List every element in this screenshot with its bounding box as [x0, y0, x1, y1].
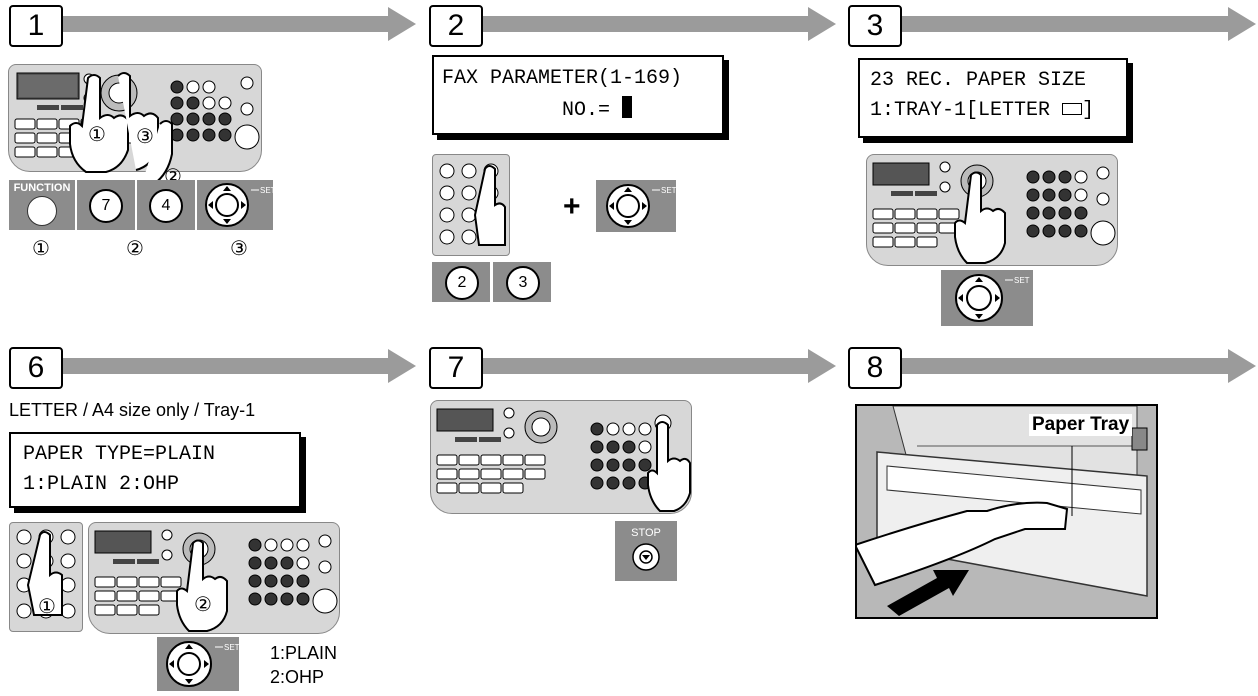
lcd-line-1: PAPER TYPE=PLAIN [23, 440, 299, 470]
hand-mark-1: ① [38, 594, 56, 618]
key-4-label: 4 [149, 189, 183, 223]
step-6-arrow-bar [63, 358, 388, 374]
arrow-icon [388, 7, 416, 41]
lcd-line-2-end: ] [1082, 99, 1094, 122]
option-plain: 1:PLAIN [270, 643, 337, 664]
arrow-icon [388, 349, 416, 383]
step-2-arrow-bar [483, 16, 808, 32]
key-4[interactable]: 4 [137, 180, 195, 230]
paper-tray-illustration: Paper Tray [855, 404, 1158, 619]
paper-tray-drawing [857, 406, 1158, 619]
function-key[interactable]: FUNCTION [9, 180, 75, 230]
keypad-drawing [433, 155, 509, 255]
step-6-number: 6 [9, 347, 63, 389]
step-2-number: 2 [429, 5, 483, 47]
nav-cross-icon: SET [596, 180, 676, 232]
lcd-line-2-row: NO.= [442, 95, 722, 127]
paper-tray-label: Paper Tray [1029, 414, 1132, 436]
step-1-number: 1 [9, 5, 63, 47]
step-8-number: 8 [848, 347, 902, 389]
lcd-line-2-row: 1:TRAY-1[LETTER ] [870, 96, 1126, 126]
step6-note: LETTER / A4 size only / Tray-1 [9, 400, 255, 421]
key-7-label: 7 [89, 189, 123, 223]
lcd-line-2: NO.= [562, 99, 622, 122]
step-3-number: 3 [848, 5, 902, 47]
function-key-label: FUNCTION [9, 182, 75, 194]
arrow-icon [808, 349, 836, 383]
lcd-display-step6: PAPER TYPE=PLAIN 1:PLAIN 2:OHP [9, 432, 301, 508]
stop-key-label: STOP [615, 527, 677, 539]
function-key-circle [27, 196, 57, 226]
lcd-line-2: 1:TRAY-1[LETTER [870, 99, 1062, 122]
set-label: SET [224, 643, 239, 652]
nav-key[interactable]: SET [596, 180, 676, 232]
step-8-arrow-bar [902, 358, 1228, 374]
lcd-line-1: FAX PARAMETER(1-169) [442, 63, 722, 95]
lcd-line-2: 1:PLAIN 2:OHP [23, 470, 299, 500]
arrow-icon [1228, 349, 1256, 383]
set-label: SET [260, 186, 273, 195]
lcd-display-step3: 23 REC. PAPER SIZE 1:TRAY-1[LETTER ] [858, 58, 1128, 138]
cursor-block [622, 96, 632, 118]
key-2-label: 2 [445, 266, 479, 300]
nav-key[interactable]: SET [941, 270, 1033, 326]
step1-mark-2: ② [126, 236, 144, 260]
control-panel [88, 522, 340, 634]
set-label: SET [1014, 276, 1030, 285]
hand-mark-1: ① [88, 122, 106, 146]
arrow-icon [808, 7, 836, 41]
step-7-arrow-bar [483, 358, 808, 374]
arrow-icon [1228, 7, 1256, 41]
plus-sign: + [563, 190, 581, 224]
nav-key[interactable]: SET [197, 180, 273, 230]
control-panel [430, 400, 692, 514]
paper-orientation-icon [1062, 103, 1082, 115]
hand-mark-3: ③ [136, 124, 154, 148]
hand-pointer-icon [60, 68, 180, 193]
step-7-number: 7 [429, 347, 483, 389]
step-3-arrow-bar [902, 16, 1228, 32]
step1-mark-1: ① [32, 236, 50, 260]
hand-mark-2: ② [194, 592, 212, 616]
stop-icon [615, 541, 677, 577]
option-ohp: 2:OHP [270, 667, 324, 688]
step-1-arrow-bar [63, 16, 388, 32]
control-panel [866, 154, 1118, 266]
control-panel-drawing [431, 401, 691, 513]
key-3-label: 3 [506, 266, 540, 300]
step1-mark-3: ③ [230, 236, 248, 260]
key-3[interactable]: 3 [493, 262, 551, 302]
nav-key[interactable]: SET [157, 637, 239, 691]
lcd-line-1: 23 REC. PAPER SIZE [870, 66, 1126, 96]
nav-cross-icon: SET [197, 180, 273, 230]
nav-cross-icon: SET [941, 270, 1033, 326]
lcd-display-step2: FAX PARAMETER(1-169) NO.= [432, 55, 724, 135]
control-panel-drawing [867, 155, 1117, 265]
control-panel-drawing [89, 523, 339, 633]
stop-key[interactable]: STOP [615, 521, 677, 581]
key-2[interactable]: 2 [432, 262, 490, 302]
set-label: SET [661, 186, 676, 195]
nav-cross-icon: SET [157, 637, 239, 691]
keypad-panel [432, 154, 510, 256]
key-7[interactable]: 7 [77, 180, 135, 230]
